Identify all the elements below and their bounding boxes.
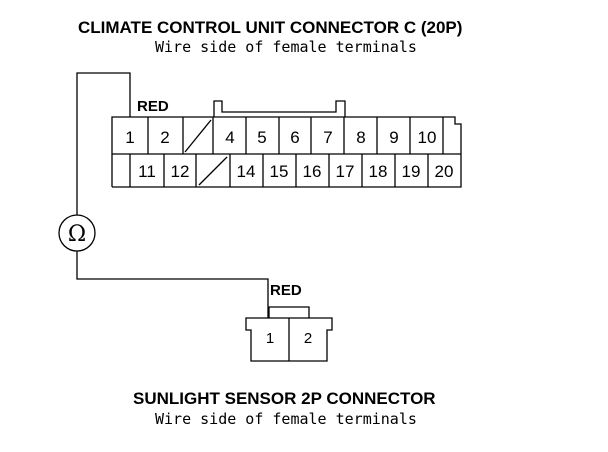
- unused-cavity-13: [198, 156, 228, 186]
- ohmmeter-symbol: Ω: [68, 222, 86, 247]
- pin-label: 17: [336, 162, 355, 181]
- pin-label: 2: [304, 330, 312, 347]
- pin-label: 14: [237, 162, 256, 181]
- sensor-wire-color: RED: [270, 282, 302, 299]
- pin-label: 2: [160, 128, 169, 147]
- connector-c-title: CLIMATE CONTROL UNIT CONNECTOR C (20P): [78, 18, 462, 37]
- pin-label: 20: [435, 162, 454, 181]
- connector-c-body: [111, 100, 462, 188]
- pin-label: 4: [225, 128, 234, 147]
- pin-label: 10: [418, 128, 437, 147]
- top-row-dividers: [147, 117, 444, 154]
- test-lead-lower: [76, 251, 269, 318]
- test-lead-upper: [76, 72, 131, 215]
- pin-label: 6: [290, 128, 299, 147]
- connector-c-subtitle: Wire side of female terminals: [155, 38, 417, 56]
- pin-label: 1: [266, 330, 274, 347]
- pin-label: 19: [402, 162, 421, 181]
- sensor-connector-title: SUNLIGHT SENSOR 2P CONNECTOR: [133, 389, 436, 408]
- pin-label: 8: [356, 128, 365, 147]
- connector-c-wire-color: RED: [137, 98, 169, 115]
- sensor-connector-pins: 1 2: [266, 330, 312, 347]
- pin-label: 18: [369, 162, 388, 181]
- pin-label: 16: [303, 162, 322, 181]
- pin-label: 7: [323, 128, 332, 147]
- pin-label: 9: [389, 128, 398, 147]
- pin-label: 11: [138, 162, 156, 181]
- pin-label: 1: [125, 128, 134, 147]
- pin-label: 5: [257, 128, 266, 147]
- bottom-row-dividers: [129, 154, 429, 187]
- sensor-connector-body: [245, 306, 333, 362]
- pin-label: 15: [270, 162, 289, 181]
- pin-label: 12: [171, 162, 190, 181]
- unused-cavity-3: [184, 119, 212, 153]
- connector-c-top-row: 1 2 4 5 6 7 8 9 10: [125, 128, 436, 147]
- sensor-connector-subtitle: Wire side of female terminals: [155, 410, 417, 428]
- ohmmeter[interactable]: Ω: [58, 214, 96, 252]
- connector-c-bottom-row: 11 12 14 15 16 17 18 19 20: [138, 162, 453, 181]
